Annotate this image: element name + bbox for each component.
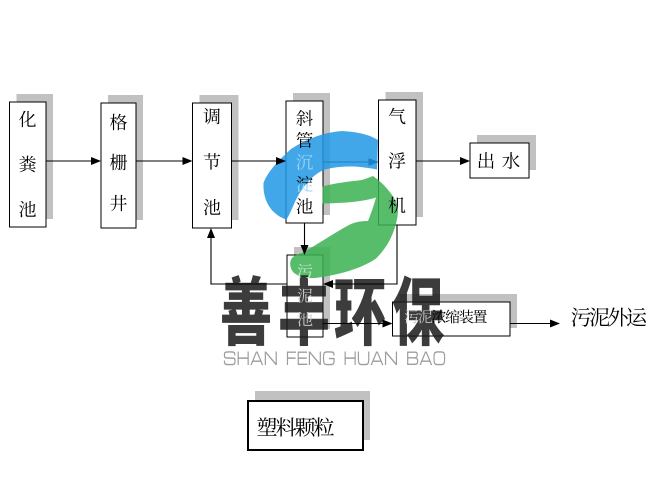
box-shadows [16, 92, 536, 440]
box-label-air-flotation-machine [388, 107, 406, 214]
logo-blue-swoosh [263, 131, 378, 220]
box-char-grid-well [110, 113, 127, 131]
watermark-latin-char [344, 351, 356, 365]
watermark [222, 131, 446, 366]
box-labels [18, 107, 647, 437]
flow-connector [416, 157, 470, 165]
floating-char [571, 307, 591, 327]
box-label-inclined-tube-sedimentation-tank [296, 109, 313, 215]
box-char-inclined-tube-sedimentation-tank [296, 154, 313, 171]
box-label-regulating-tank [203, 107, 221, 216]
watermark-latin-char [250, 351, 264, 365]
box-char-grid-well [110, 194, 127, 212]
watermark-cn-char [222, 275, 270, 347]
arrowhead [91, 157, 101, 165]
watermark-cn-char [392, 275, 444, 347]
flow-connector [323, 225, 398, 288]
watermark-latin-char [419, 351, 433, 365]
flow-box-plastic-granules[interactable] [247, 400, 364, 451]
flow-connector [323, 319, 393, 328]
watermark-latin-char [237, 351, 249, 365]
arrowhead [460, 157, 470, 165]
watermark-cn-char [334, 278, 385, 347]
box-char-sludge-thickening-device [418, 309, 433, 324]
box-char-effluent [478, 152, 494, 169]
watermark-latin-char [264, 351, 277, 365]
arrowhead [182, 157, 193, 165]
flow-connector [300, 223, 309, 255]
box-char-septic-tank [19, 155, 36, 173]
box-label-sludge-tank [297, 263, 313, 327]
watermark-latin-char [407, 351, 419, 365]
watermark-latin-char [357, 351, 370, 366]
arrowhead [300, 245, 309, 255]
arrowhead [323, 280, 333, 288]
box-char-plastic-granules [295, 417, 315, 437]
box-label-septic-tank [18, 110, 36, 218]
box-label-plastic-granules [257, 417, 334, 437]
floating-label-sludge-outbound [571, 307, 647, 327]
box-char-sludge-thickening-device [431, 309, 446, 324]
box-char-inclined-tube-sedimentation-tank [296, 175, 313, 193]
arrowhead [550, 319, 560, 328]
box-char-regulating-tank [203, 107, 220, 125]
box-char-sludge-tank [297, 311, 313, 327]
watermark-latin-char [297, 351, 308, 365]
flow-box-effluent[interactable] [469, 142, 530, 179]
box-char-sludge-thickening-device [404, 309, 419, 324]
floating-char [589, 307, 610, 327]
arrowhead [276, 157, 286, 165]
watermark-latin-char [433, 351, 446, 366]
flow-connector [46, 157, 101, 165]
connector-line [332, 225, 398, 285]
box-char-air-flotation-machine [388, 152, 406, 169]
box-char-sludge-thickening-device [459, 309, 474, 324]
watermark-latin-char [370, 351, 384, 365]
connectors [46, 157, 560, 328]
box-label-grid-well [110, 113, 128, 212]
connector-line [210, 237, 287, 285]
watermark-latin [223, 351, 446, 366]
flow-connector [207, 228, 287, 285]
box-char-inclined-tube-sedimentation-tank [296, 109, 313, 127]
watermark-latin-char [322, 351, 335, 366]
watermark-latin-char [286, 351, 296, 365]
box-char-inclined-tube-sedimentation-tank [296, 198, 313, 215]
watermark-cn-char [280, 275, 328, 347]
box-char-grid-well [110, 153, 128, 171]
box-char-sludge-tank [297, 263, 313, 279]
box-label-sludge-thickening-device [404, 309, 487, 324]
box-char-regulating-tank [203, 153, 221, 170]
flow-connector [136, 157, 193, 165]
box-char-inclined-tube-sedimentation-tank [296, 131, 313, 149]
box-char-air-flotation-machine [388, 196, 406, 214]
box-char-sludge-thickening-device [445, 309, 460, 324]
flow-connector [510, 319, 560, 328]
box-char-plastic-granules [276, 417, 297, 437]
box-char-effluent [502, 152, 520, 170]
flow-box-regulating-tank[interactable] [192, 102, 232, 229]
box-char-septic-tank [19, 200, 36, 218]
box-char-plastic-granules [257, 417, 277, 436]
box-char-plastic-granules [314, 417, 334, 437]
arrowhead [382, 319, 393, 328]
box-char-regulating-tank [203, 198, 221, 216]
floating-char [608, 307, 628, 327]
flow-box-grid-well[interactable] [100, 102, 137, 229]
logo-green-swoosh [290, 176, 398, 279]
floating-char [626, 307, 647, 327]
arrowhead [207, 228, 215, 238]
box-char-sludge-tank [297, 288, 313, 303]
watermark-latin-char [223, 351, 236, 366]
watermark-cn [222, 275, 444, 347]
box-label-effluent [478, 152, 520, 170]
box-char-sludge-thickening-device [473, 309, 487, 323]
watermark-latin-char [308, 351, 321, 365]
box-char-air-flotation-machine [388, 107, 406, 125]
flow-connector [231, 157, 286, 165]
box-char-septic-tank [18, 110, 36, 128]
watermark-latin-char [384, 351, 398, 365]
